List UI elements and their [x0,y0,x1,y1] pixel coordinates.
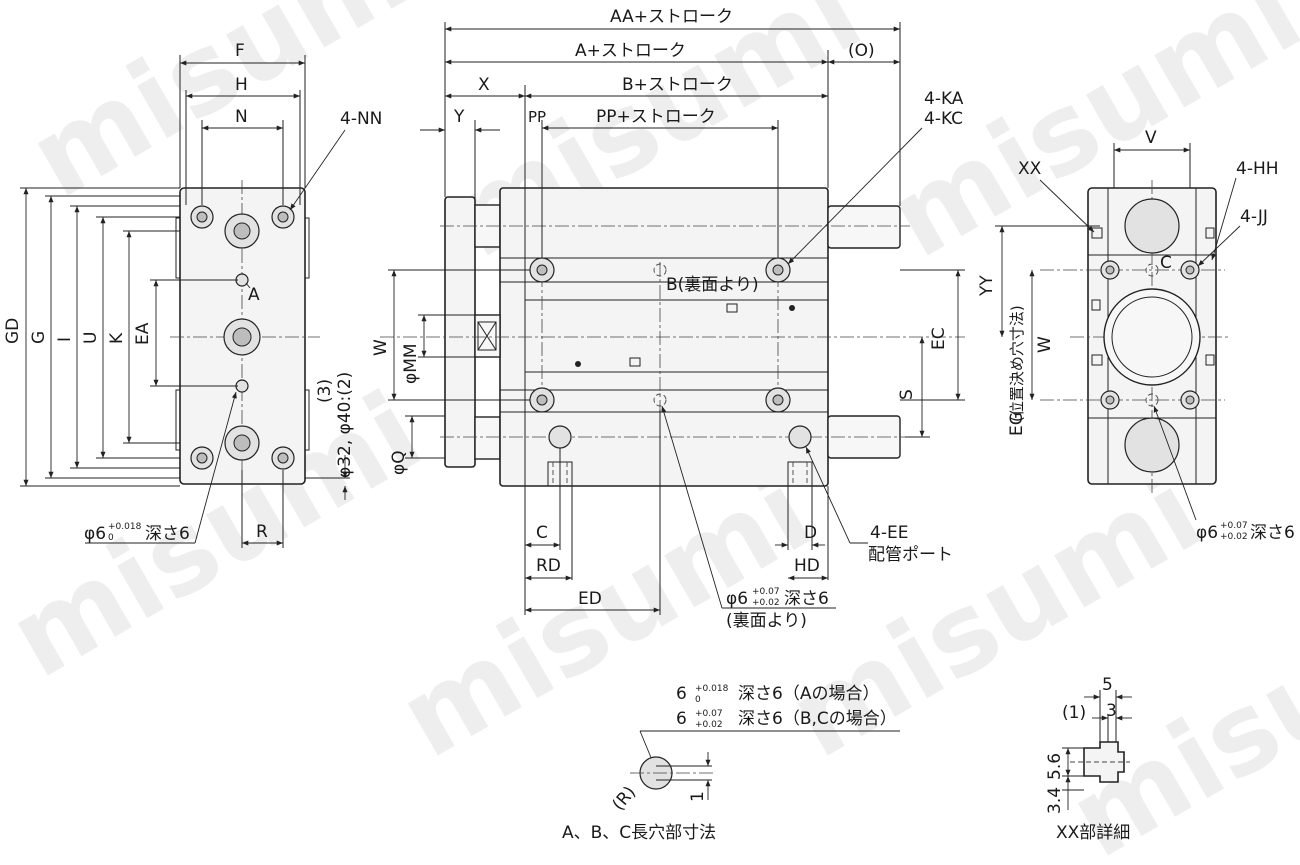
slot-caption: A、B、C長穴部寸法 [562,823,716,843]
dim-a: A+ストローク [575,41,686,61]
back-note: (裏面より) [726,610,807,631]
svg-text:6: 6 [676,684,687,704]
dim-gd: GD [3,318,23,344]
svg-text:(1): (1) [1062,703,1086,723]
dim-eg: EG [1007,412,1027,436]
front-hole-size: φ6 [84,524,106,544]
dim-n: N [235,107,248,127]
rod-bore [1124,198,1180,254]
dim-w-end: W [1035,336,1055,353]
piston-bore [1103,288,1201,386]
end-hole-depth: 深さ6 [1250,523,1295,543]
dim-g: G [29,331,49,344]
svg-text:+0.02: +0.02 [1220,532,1248,542]
dim-eg-note: (位置決め穴寸法) [1008,305,1026,422]
dim-k: K [107,332,127,344]
svg-text:+0.018: +0.018 [108,522,142,532]
dim-hd: HD [794,556,820,576]
xx-caption: XX部詳細 [1056,823,1130,843]
dim-c: C [536,523,548,543]
dim-aa: AA+ストローク [610,7,733,27]
dim-o: (O) [848,41,875,61]
dim-b: B+ストローク [622,75,733,95]
label-4-nn: 4-NN [340,109,382,129]
svg-text:1: 1 [688,791,708,802]
svg-text:0: 0 [695,695,701,705]
label-port: 配管ポート [868,545,953,565]
back-hole-size: φ6 [726,589,748,609]
guide-rod-end [827,205,901,249]
dim-rd: RD [536,556,561,576]
end-hole-size: φ6 [1196,523,1218,543]
dim-r: R [256,522,268,542]
svg-text:0: 0 [108,533,114,543]
dim-h: H [235,75,248,95]
end-plate [444,196,476,468]
dim-yy: YY [977,275,997,297]
svg-text:6: 6 [676,709,687,729]
dim-y: Y [453,107,465,127]
svg-text:+0.02: +0.02 [752,598,780,608]
label-xx: XX [1018,159,1042,179]
front-view: GD G I U K EA F H N 4-NN A (3) φ32, φ40:… [3,41,382,548]
dim-ed: ED [578,589,602,609]
svg-text:+0.07: +0.07 [695,709,723,719]
xx-detail: 5 (1) 3 5.6 3.4 XX部詳細 [1045,675,1132,843]
dim-x: X [478,75,490,95]
dim-pp: PP [528,108,546,126]
svg-text:(R): (R) [609,783,640,815]
back-hole-depth: 深さ6 [784,589,829,609]
svg-text:+0.07: +0.07 [752,587,780,597]
front-hole-depth: 深さ6 [145,524,190,544]
slot-line-2: 深さ6（B,Cの場合） [738,709,897,729]
svg-text:+0.02: +0.02 [695,720,723,730]
svg-text:5.6: 5.6 [1045,753,1065,780]
label-4-hh: 4-HH [1236,159,1279,179]
dim-f: F [235,41,245,61]
dim-i: I [55,337,75,342]
dim-d: D [804,523,817,543]
label-4-ee: 4-EE [870,523,908,543]
slot-line-1: 深さ6（Aの場合） [738,684,879,704]
label-4-ka: 4-KA [924,89,964,109]
label-b-back: B(裏面より) [666,274,759,295]
svg-text:misumi: misumi [869,0,1300,283]
svg-text:+0.07: +0.07 [1220,521,1248,531]
rod-bore [1124,417,1180,473]
dim-s: S [897,389,917,400]
dim-ea: EA [133,322,153,345]
label-a: A [248,285,260,305]
dim-mm: φMM [401,343,421,384]
dim-v: V [1145,128,1157,148]
label-4-jj: 4-JJ [1240,207,1268,227]
dim-pp-stroke: PP+ストローク [596,107,716,127]
end-c: C [1160,253,1172,273]
piping-port [548,425,572,449]
dim-u: U [81,332,101,344]
svg-text:5: 5 [1102,675,1113,695]
slot-detail: 6 +0.018 0 深さ6（Aの場合） 6 +0.07 +0.02 深さ6（B… [562,684,900,843]
end-view: V XX 4-HH 4-JJ C YY W (位置決め穴寸法) EG φ6 +0… [977,128,1295,543]
label-4-kc: 4-KC [924,109,963,129]
dim-w: W [371,339,391,356]
dim-q: φQ [389,450,409,475]
dim-ec: EC [929,327,949,350]
piping-port [788,425,812,449]
dim-3: (3) [315,379,335,403]
svg-text:3.4: 3.4 [1045,787,1065,814]
side-view: AA+ストローク A+ストローク (O) X B+ストローク Y PP PP+ス… [371,7,965,631]
dim-phi32: φ32, φ40:(2) [335,372,355,478]
svg-text:+0.018: +0.018 [695,684,729,694]
svg-text:3: 3 [1106,701,1117,721]
